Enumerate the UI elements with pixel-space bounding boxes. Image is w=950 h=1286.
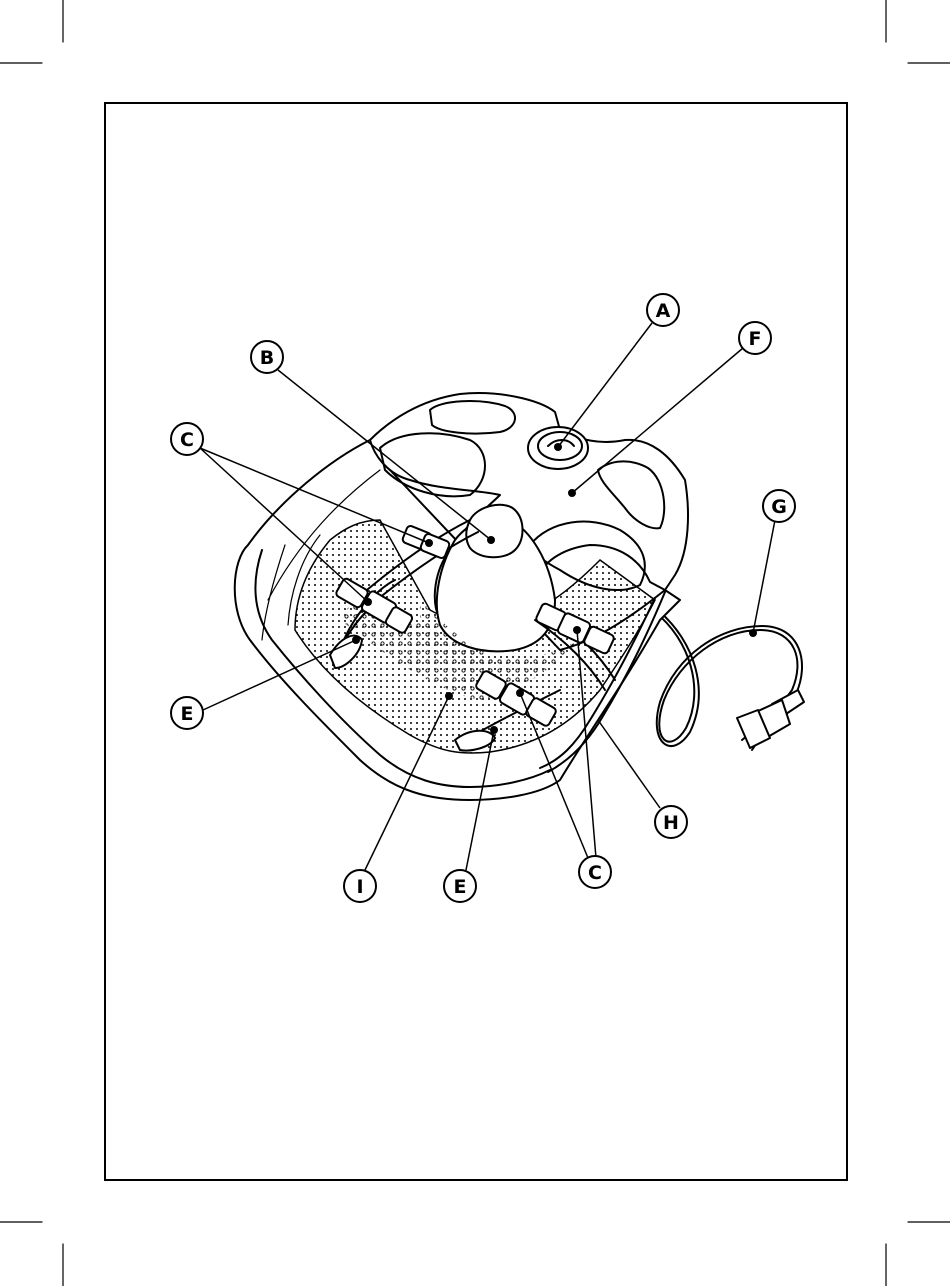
callout-c-right: C bbox=[579, 856, 611, 888]
callout-e-left-label: E bbox=[181, 703, 194, 725]
massage-nub bbox=[466, 505, 522, 557]
callout-i: I bbox=[344, 870, 376, 902]
callout-g-label: G bbox=[771, 496, 787, 518]
callout-f-label: F bbox=[749, 328, 762, 350]
leader-g bbox=[753, 520, 775, 633]
callout-h-label: H bbox=[663, 812, 679, 834]
callout-a-label: A bbox=[656, 300, 671, 322]
callout-e-left: E bbox=[171, 697, 203, 729]
callout-i-label: I bbox=[356, 876, 363, 898]
callout-e-right: E bbox=[444, 870, 476, 902]
leader-h bbox=[598, 720, 660, 808]
callout-c-right-label: C bbox=[588, 862, 602, 884]
callout-h: H bbox=[655, 806, 687, 838]
callout-a: A bbox=[647, 294, 679, 326]
callout-g: G bbox=[763, 490, 795, 522]
callout-f: F bbox=[739, 322, 771, 354]
callout-e-right-label: E bbox=[454, 876, 467, 898]
plug bbox=[737, 690, 804, 750]
callout-b-label: B bbox=[260, 347, 274, 369]
leader-a bbox=[558, 323, 652, 447]
callout-c-left-label: C bbox=[180, 429, 194, 451]
foot-spa-illustration bbox=[235, 393, 804, 800]
callout-c-left: C bbox=[171, 423, 203, 455]
callout-b: B bbox=[251, 341, 283, 373]
